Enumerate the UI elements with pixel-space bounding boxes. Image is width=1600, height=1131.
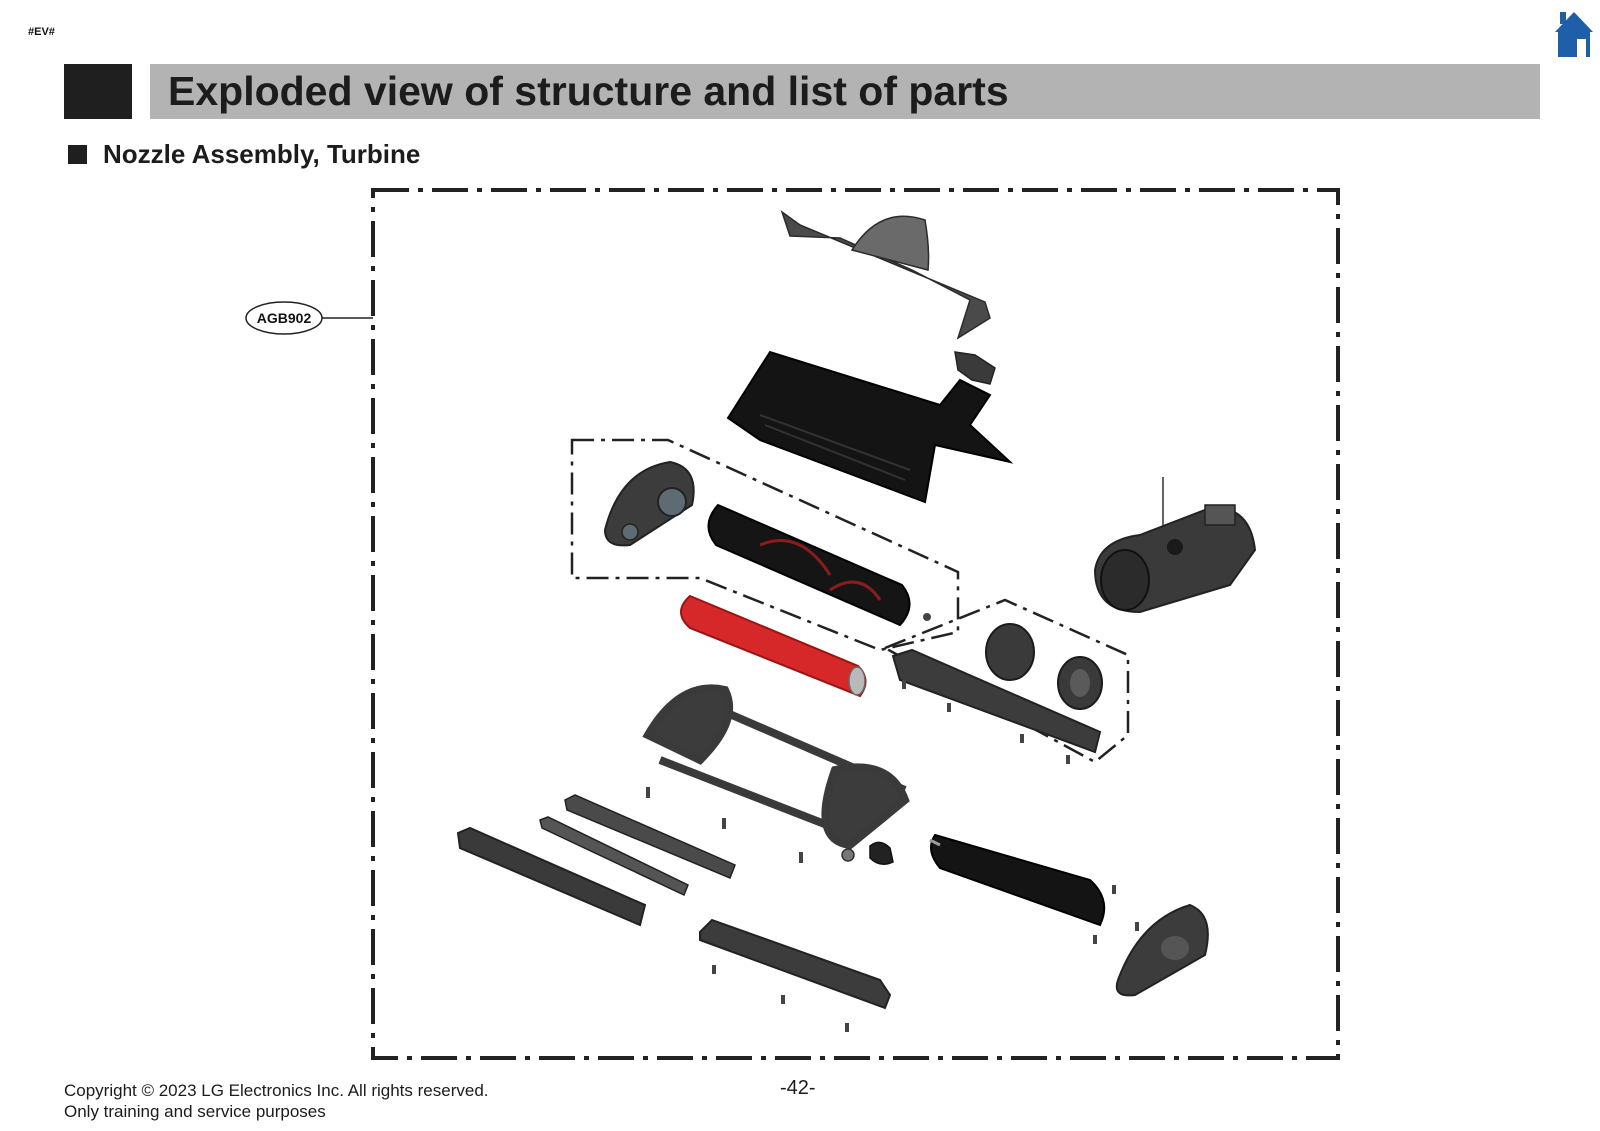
upper-housing-part <box>726 350 1014 504</box>
section-bullet <box>68 145 87 164</box>
wheel-base-part <box>891 623 1103 754</box>
top-cover-part <box>780 210 991 340</box>
page-title: Exploded view of structure and list of p… <box>168 68 1009 114</box>
usage-note: Only training and service purposes <box>64 1102 326 1121</box>
document-code: #EV# <box>28 26 55 38</box>
page-number: -42- <box>780 1077 816 1099</box>
base-frame-part <box>642 684 910 850</box>
assembly-code-label: AGB902 <box>256 310 312 326</box>
plate-screws <box>712 965 849 1032</box>
assembly-callout-ellipse <box>245 301 323 335</box>
motor-shaft-part <box>929 833 1106 927</box>
frame-screws <box>646 787 803 863</box>
screw-part <box>923 613 931 621</box>
brush-end-cap-part <box>603 460 695 547</box>
bracket-part <box>954 351 996 385</box>
home-button[interactable] <box>1553 10 1595 58</box>
strip-part <box>564 794 736 879</box>
assembly-boundary-frame <box>371 188 1340 1060</box>
shaft-screws <box>1093 885 1139 944</box>
header-marker-block <box>64 64 132 119</box>
thin-strip-part <box>539 816 689 897</box>
neck-joint-part <box>1093 504 1257 614</box>
copyright-line: Copyright © 2023 LG Electronics Inc. All… <box>64 1081 489 1100</box>
washer-part <box>841 848 855 862</box>
home-icon <box>1555 12 1593 57</box>
wheel-screws <box>902 680 1070 764</box>
brushroll-group-frame <box>570 438 960 652</box>
bottom-plate-part <box>699 918 892 1010</box>
clip-part <box>869 841 894 865</box>
copyright-notice: Copyright © 2023 LG Electronics Inc. All… <box>64 1080 489 1122</box>
red-roller-part <box>680 594 867 698</box>
section-title: Nozzle Assembly, Turbine <box>103 139 421 169</box>
header-bar <box>150 64 1540 119</box>
side-cap-part <box>1115 903 1209 997</box>
brush-roll-part <box>707 503 911 627</box>
edge-strip-part <box>456 826 647 927</box>
